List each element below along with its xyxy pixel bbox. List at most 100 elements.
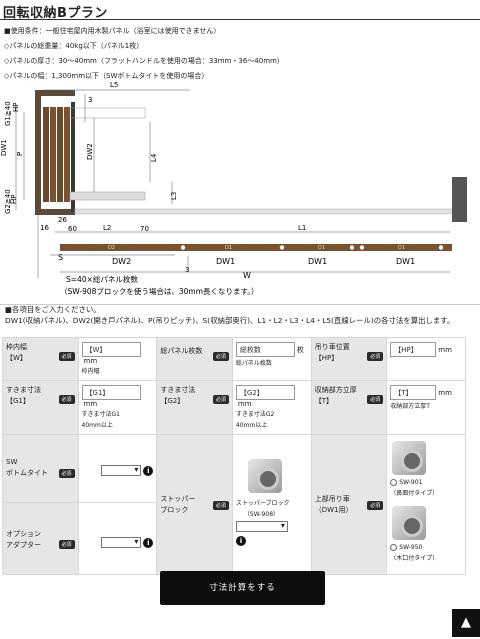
- scroll-top-button[interactable]: ▲: [452, 609, 480, 637]
- instructions: ■各項目をご入力ください。 DW1(収納パネル)、DW2(開き戸パネル)、P(吊…: [5, 304, 454, 326]
- pivot-point: [180, 245, 186, 250]
- required-badge: 必須: [367, 501, 384, 510]
- dim-60: 60: [68, 225, 77, 233]
- dim-l2: L2: [103, 224, 111, 232]
- calculate-button[interactable]: 寸法計算をする: [160, 571, 325, 605]
- end-wall: [452, 177, 467, 222]
- pivot-point: [279, 245, 285, 250]
- panel-count-input[interactable]: 総枚数: [235, 342, 295, 357]
- info-icon[interactable]: i: [235, 536, 246, 546]
- required-badge: 必須: [212, 352, 229, 361]
- dim-p: P: [16, 152, 24, 156]
- pivot-point: [359, 245, 365, 250]
- seg-dw2: DW2: [112, 257, 131, 266]
- dim-dw2: DW2: [86, 143, 94, 160]
- wall-bottom: [35, 209, 75, 215]
- cell-option: i: [77, 502, 158, 575]
- wall-post: [35, 94, 41, 214]
- t-input[interactable]: 【T】: [390, 385, 437, 400]
- pivot-point: [349, 245, 355, 250]
- stopper-select[interactable]: [235, 521, 288, 532]
- instructions-heading: ■各項目をご入力ください。: [5, 305, 101, 314]
- cell-panel-count: 総枚数枚 総パネル枚数: [231, 337, 312, 381]
- dim-l4: L4: [150, 153, 158, 162]
- dim-hp: HP: [12, 103, 20, 113]
- form-row: オプション アダプター 必須 i: [2, 502, 466, 575]
- seg-d2: D2: [108, 245, 115, 251]
- label-t: 収納部方立厚 【T】 必須: [310, 380, 388, 435]
- hp-input[interactable]: 【HP】: [390, 342, 437, 357]
- cell-sw: i: [77, 434, 158, 503]
- info-icon[interactable]: i: [143, 537, 154, 548]
- storage-diagram: L5 G1≧40 DW1 P HP DW2 L4 L3 G2≧40 HP 3 1…: [0, 82, 467, 296]
- cell-hanger: SW-901 （鼻面付タイプ） SW-950 （木口付タイプ）: [386, 434, 466, 575]
- diagram-note-2: （SW-908ブロックを使う場合は、30mm長くなります。）: [60, 286, 259, 296]
- dim-dw1: DW1: [0, 139, 8, 156]
- panel-4: [64, 107, 70, 202]
- calc-form: 枠内幅 【W】 必須 【W】mm 枠内幅 総パネル枚数 必須 総枚数枚 総パネル…: [2, 337, 466, 575]
- label-stopper: ストッパー ブロック 必須: [156, 434, 233, 575]
- label-panel-count: 総パネル枚数 必須: [156, 337, 233, 381]
- pivot-point: [438, 245, 444, 250]
- label-hanger: 上部吊り車 （DW1用） 必須: [310, 434, 388, 575]
- sw-950-radio[interactable]: [390, 544, 398, 551]
- condition-line: ◇パネルの厚さ：30～40mm（フラットハンドルを使用の場合：33mm・36～4…: [4, 57, 284, 65]
- panel-2: [50, 107, 56, 202]
- stopper-block-image: [247, 459, 282, 493]
- w-input[interactable]: 【W】: [81, 342, 141, 357]
- required-badge: 必須: [58, 352, 75, 361]
- info-icon[interactable]: i: [143, 465, 154, 476]
- dim-hp2: HP: [10, 195, 18, 205]
- sw-950-image: [392, 506, 427, 540]
- seg-dw1b: DW1: [308, 257, 327, 266]
- seg-dw1c: DW1: [396, 257, 415, 266]
- condition-line: ◇パネルの総重量：40kg以下（パネル1枚）: [4, 42, 144, 50]
- seg-dw1a: DW1: [216, 257, 235, 266]
- dim-l3: L3: [170, 192, 178, 200]
- label-option: オプション アダプター 必須: [2, 502, 79, 575]
- wall-top: [35, 90, 75, 96]
- diagram-note-1: S=40×総パネル枚数: [66, 274, 138, 284]
- required-badge: 必須: [367, 395, 384, 404]
- unfolded-panels: [60, 244, 452, 251]
- required-badge: 必須: [58, 540, 75, 549]
- form-row: 枠内幅 【W】 必須 【W】mm 枠内幅 総パネル枚数 必須 総枚数枚 総パネル…: [2, 337, 466, 381]
- g2-input[interactable]: 【G2】: [235, 385, 295, 400]
- cell-stopper: ストッパーブロック （SW-908） i: [231, 434, 312, 575]
- dim-w: W: [243, 271, 251, 280]
- cell-w: 【W】mm 枠内幅: [77, 337, 158, 381]
- seg-d1a: D1: [225, 245, 232, 251]
- cell-t: 【T】mm 収納部方立厚T: [386, 380, 466, 435]
- section-divider: [0, 304, 480, 305]
- cell-g2: 【G2】mm すきま寸法G2 40mm以上: [231, 380, 312, 435]
- label-sw: SW ボトムタイト 必須: [2, 434, 79, 503]
- cell-g1: 【G1】mm すきま寸法G1 40mm以上: [77, 380, 158, 435]
- required-badge: 必須: [212, 395, 229, 404]
- dim-26: 26: [58, 216, 67, 224]
- panel-3: [57, 107, 63, 202]
- option-select[interactable]: [101, 537, 142, 548]
- dim-3: 3: [88, 96, 92, 104]
- dim-g2: G2≧40: [4, 189, 12, 214]
- sw-901-radio[interactable]: [390, 479, 398, 486]
- sw-select[interactable]: [101, 465, 142, 476]
- label-g1: すきま寸法 【G1】 必須: [2, 380, 79, 435]
- instructions-body: DW1(収納パネル)、DW2(開き戸パネル)、P(吊りピッチ)、S(収納部奥行)…: [5, 316, 455, 325]
- rail: [74, 208, 454, 215]
- sw-901-image: [392, 441, 427, 475]
- g1-input[interactable]: 【G1】: [81, 385, 141, 400]
- dim-s: S: [58, 253, 63, 262]
- form-row: SW ボトムタイト 必須 i ストッパー ブロック 必須 ストッパーブロック （…: [2, 434, 466, 575]
- condition-line: ■使用条件：一般住宅屋内用木製パネル（浴室には使用できません）: [4, 27, 221, 35]
- condition-line: ◇パネルの幅：1,300mm以下（SWボトムタイトを使用の場合）: [4, 72, 209, 80]
- cell-hp: 【HP】mm: [386, 337, 466, 381]
- seg-d1c: D1: [398, 245, 405, 251]
- jamb: [71, 102, 75, 212]
- conditions-list: ■使用条件：一般住宅屋内用木製パネル（浴室には使用できません） ◇パネルの総重量…: [4, 24, 284, 84]
- required-badge: 必須: [58, 395, 75, 404]
- form-row: すきま寸法 【G1】 必須 【G1】mm すきま寸法G1 40mm以上 すきま寸…: [2, 380, 466, 435]
- swing-outline: [69, 107, 146, 119]
- dim-70: 70: [140, 225, 149, 233]
- swing-panel: [69, 191, 146, 201]
- label-w: 枠内幅 【W】 必須: [2, 337, 79, 381]
